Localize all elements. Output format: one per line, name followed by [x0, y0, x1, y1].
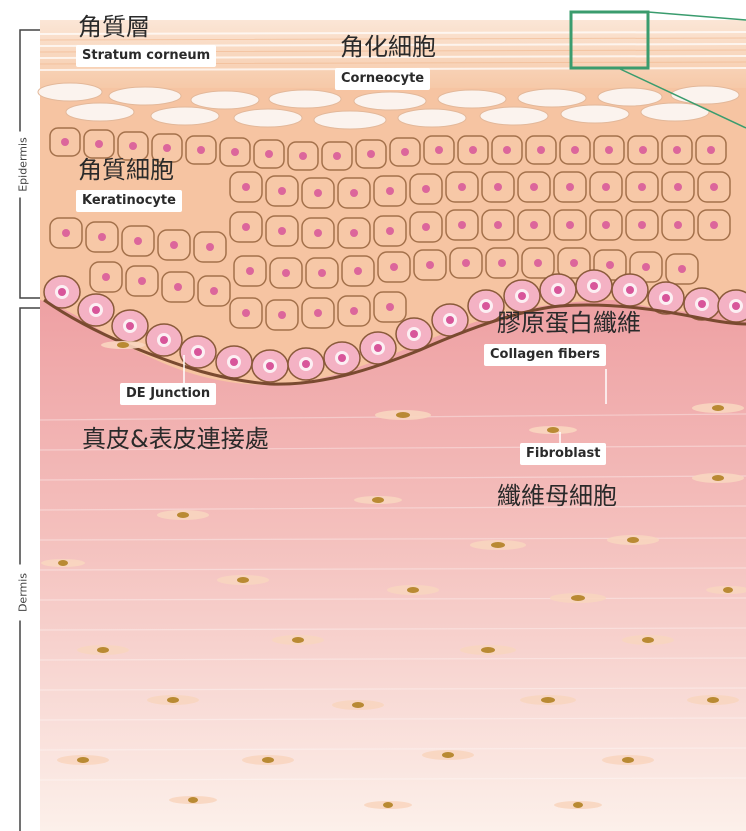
stratum-corneum-en-label: Stratum corneum [76, 45, 216, 67]
de-junction-cn-label: 真皮&表皮連接處 [82, 427, 269, 451]
keratinocyte-cn-label: 角質細胞 [78, 158, 174, 182]
corneocyte-en-label: Corneocyte [335, 68, 430, 90]
collagen-en-label: Collagen fibers [484, 344, 606, 366]
dermis-side-label: Dermis [17, 565, 30, 621]
keratinocyte-en-label: Keratinocyte [76, 190, 182, 212]
stratum-corneum-cn-label: 角質層 [78, 15, 150, 39]
de-junction-en-label: DE Junction [120, 383, 216, 405]
collagen-cn-label: 膠原蛋白纖維 [497, 311, 641, 335]
fibroblast-cn-label: 纖維母細胞 [497, 484, 617, 508]
epidermis-side-label: Epidermis [17, 132, 30, 198]
fibroblast-en-label: Fibroblast [520, 443, 606, 465]
corneocyte-cn-label: 角化細胞 [340, 35, 436, 59]
